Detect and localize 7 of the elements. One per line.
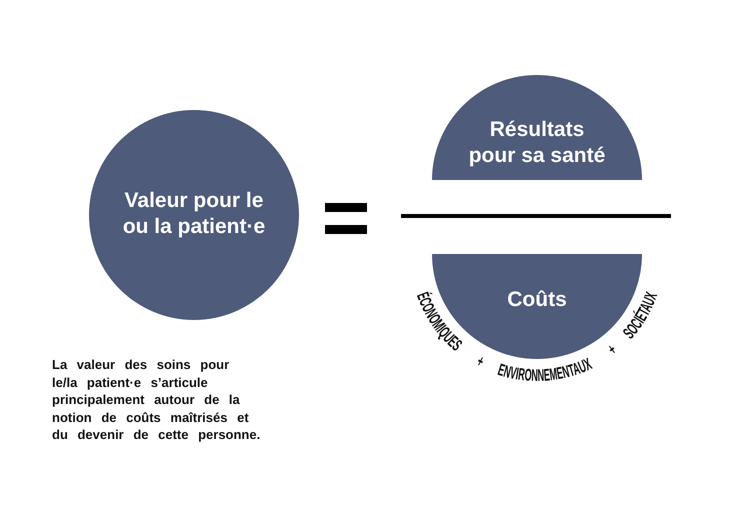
node-label: Valeur pour le ou la patient·e — [122, 188, 266, 240]
node-label: Résultats pour sa santé — [468, 117, 606, 169]
curved-caption: + — [474, 352, 492, 374]
description-paragraph: La valeur des soins pour le/la patient·e s’articule principalement autour de la notion de coûts maîtrisés et du devenir de cette personne. — [52, 356, 262, 444]
curved-caption: ENVIRONNEMENTAUX — [496, 352, 600, 386]
node-label: Coûts — [506, 287, 568, 313]
curved-caption: + — [604, 338, 624, 359]
